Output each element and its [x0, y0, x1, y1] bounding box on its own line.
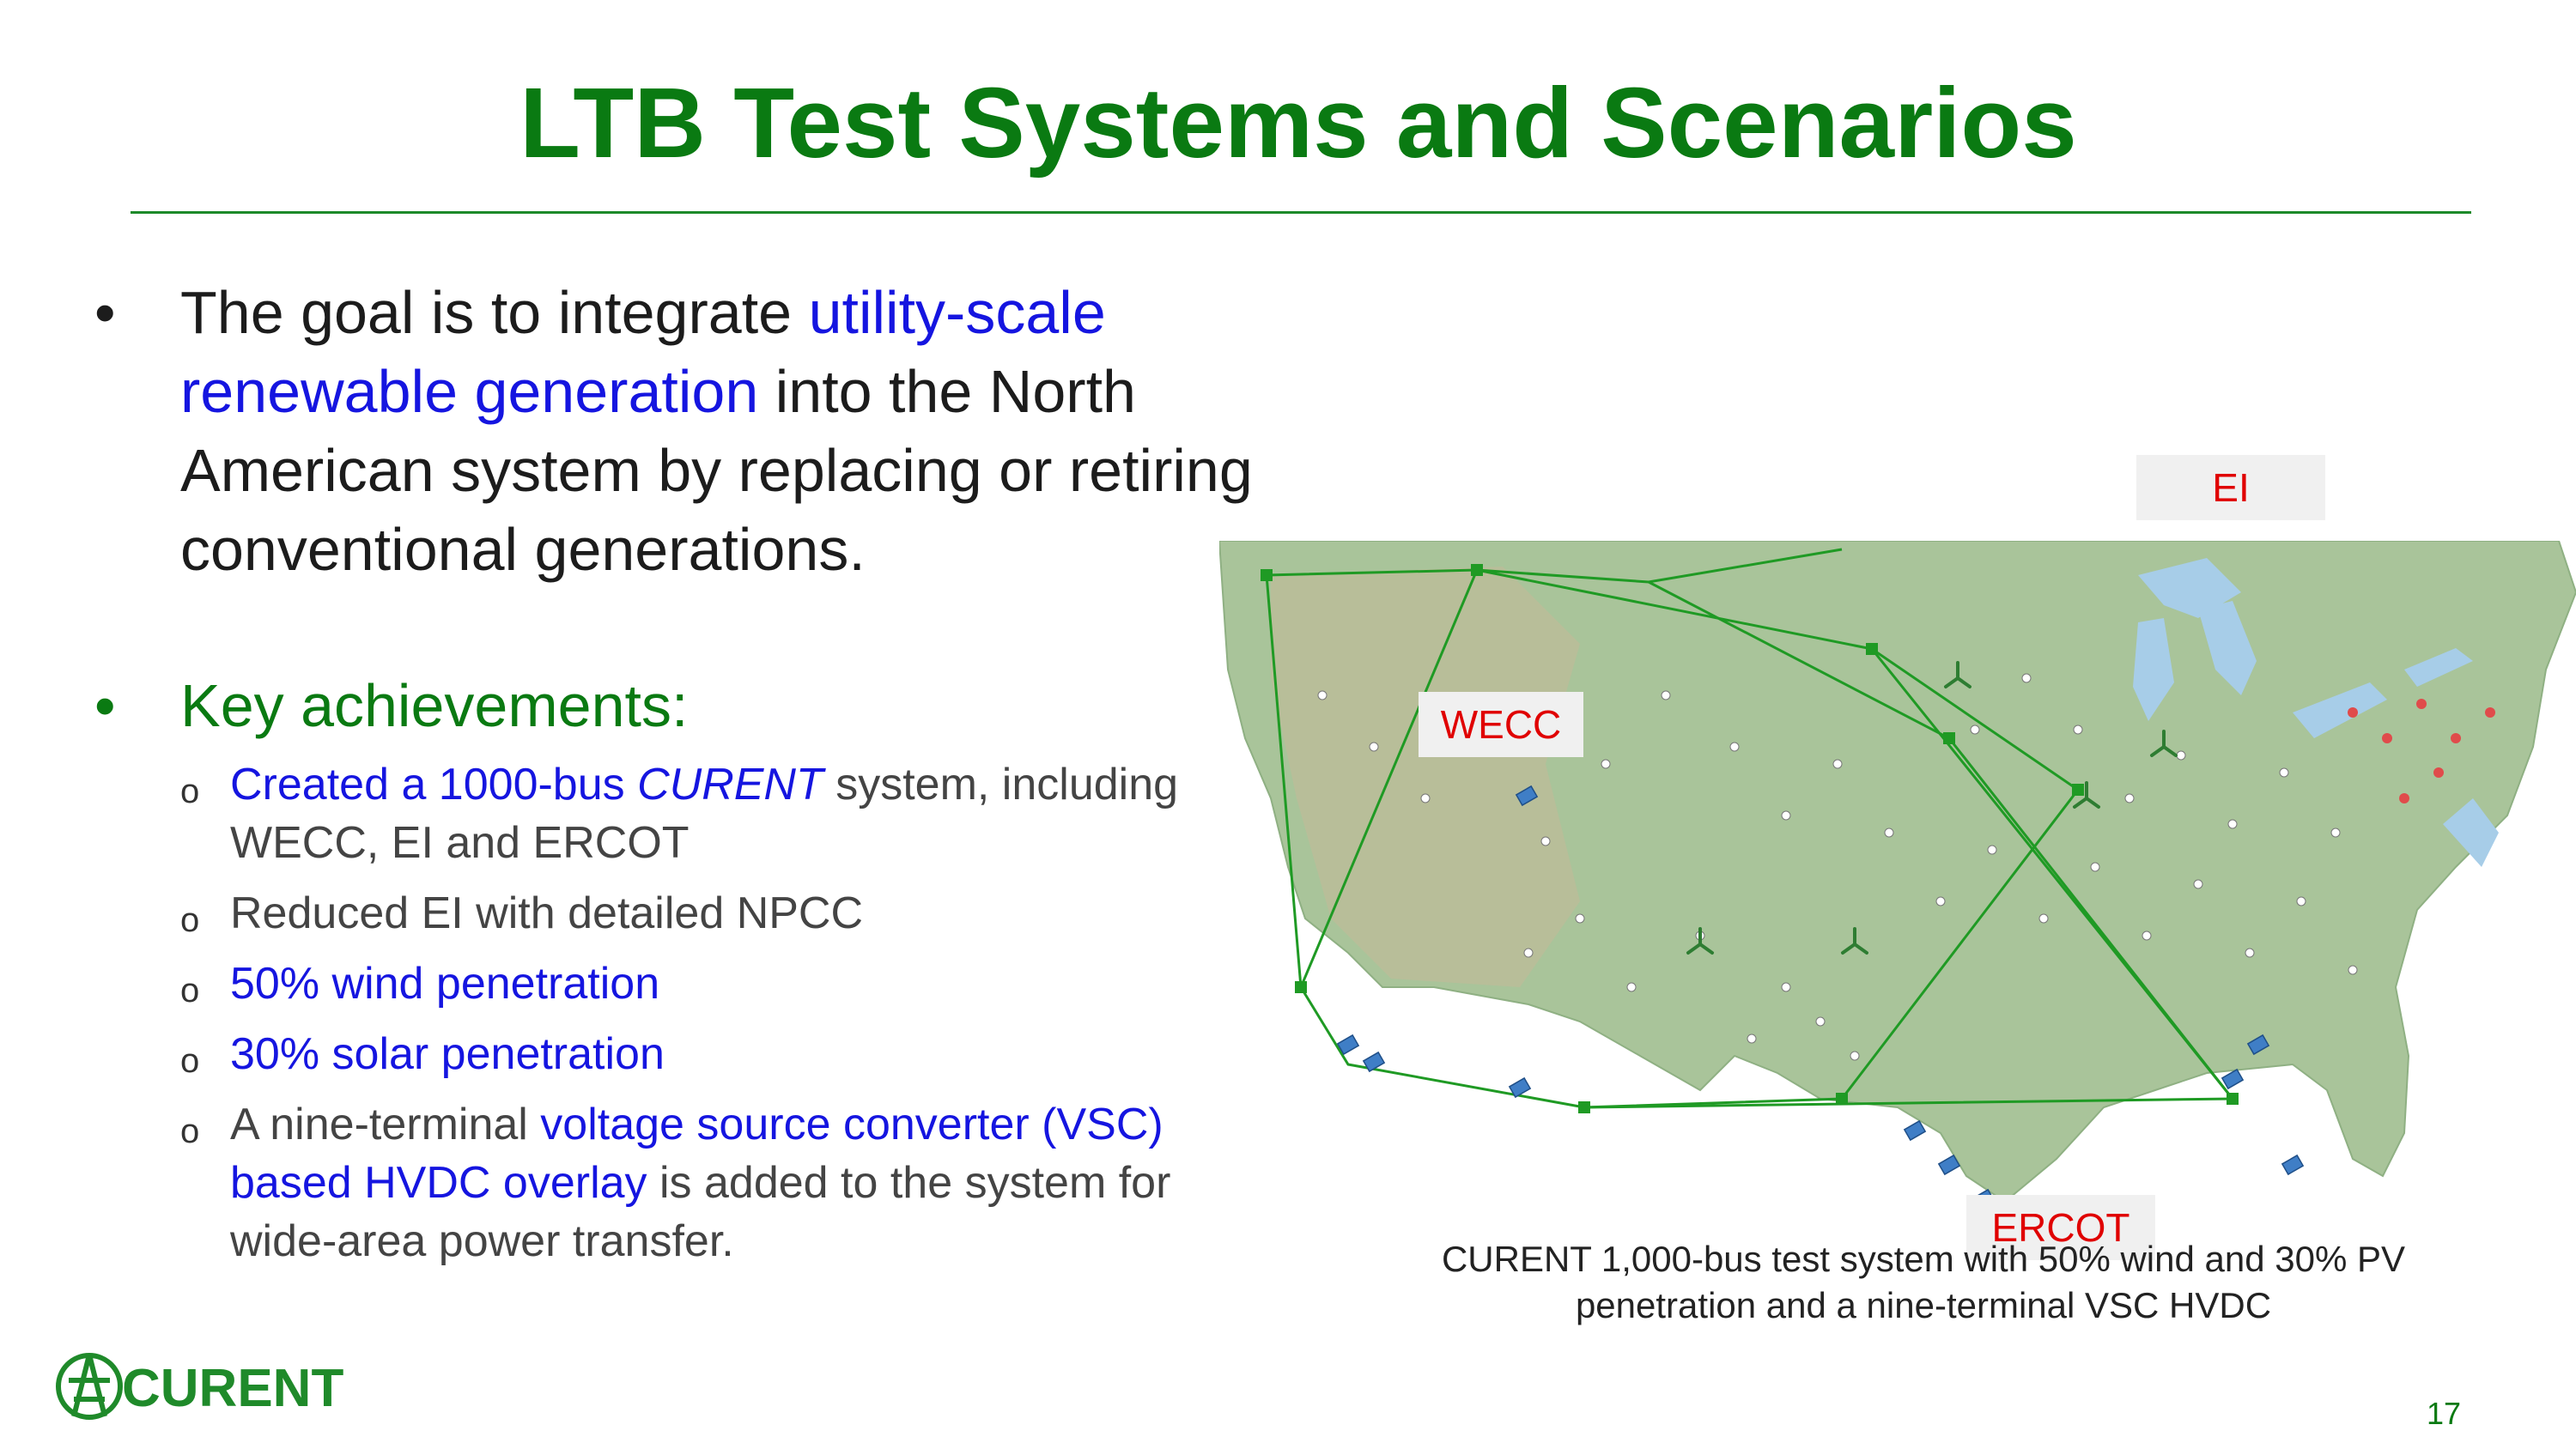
- achievement-item: o 50% wind penetration: [180, 955, 1262, 1013]
- bullet-dot: •: [94, 672, 116, 739]
- achievement-item: o Reduced EI with detailed NPCC: [180, 884, 1262, 943]
- sub-bullet: o: [180, 1113, 200, 1150]
- sub-bullet: o: [180, 1042, 200, 1080]
- bullet-achievements: • Key achievements:: [94, 666, 1262, 745]
- bullet-dot: •: [94, 279, 116, 346]
- label-wecc: WECC: [1419, 692, 1583, 757]
- logo-text: CURENT: [122, 1359, 343, 1418]
- sub-bullet: o: [180, 972, 200, 1009]
- ocean: [2443, 798, 2499, 867]
- achievement-post: is added to the system for wide-area pow…: [230, 1158, 1171, 1266]
- achievement-hl: 30% solar penetration: [230, 1029, 665, 1079]
- title-divider: [131, 211, 2471, 214]
- achievements-list: o Created a 1000-bus CURENT system, inclu…: [94, 755, 1262, 1270]
- achievement-item: o 30% solar penetration: [180, 1025, 1262, 1083]
- tower-icon: [56, 1353, 123, 1420]
- achievement-item: o A nine-terminal voltage source converte…: [180, 1095, 1262, 1270]
- page-number: 17: [2427, 1396, 2462, 1431]
- great-lakes: [2133, 558, 2473, 738]
- achievement-text: Reduced EI with detailed NPCC: [230, 888, 864, 938]
- npcc-buses: [2348, 699, 2495, 803]
- bullet-list: • The goal is to integrate utility-scale…: [94, 273, 1262, 1282]
- achievement-hl: 50% wind penetration: [230, 959, 660, 1009]
- achievement-pre: A nine-terminal: [230, 1100, 541, 1149]
- curent-logo: CURENT: [56, 1353, 343, 1420]
- achievement-italic: CURENT: [637, 760, 823, 809]
- map-caption: CURENT 1,000-bus test system with 50% wi…: [1441, 1239, 2406, 1325]
- label-ei: EI: [2136, 455, 2325, 520]
- achievement-hl: voltage source converter (VSC) based HVD…: [230, 1100, 1163, 1208]
- us-grid-map: [1219, 541, 2576, 1253]
- achievement-item: o Created a 1000-bus CURENT system, inclu…: [180, 755, 1262, 872]
- wind-icons: [1686, 661, 2178, 955]
- sub-bullet: o: [180, 773, 200, 810]
- achievement-post: system, including WECC, EI and ERCOT: [230, 760, 1179, 868]
- solar-icons: [1336, 731, 2305, 1210]
- goal-text-post: into the North American system by replac…: [180, 358, 1253, 583]
- goal-text-pre: The goal is to integrate: [180, 279, 809, 346]
- achievement-hl: Created a 1000-bus: [230, 760, 638, 809]
- bullet-goal: • The goal is to integrate utility-scale…: [94, 273, 1262, 589]
- achievements-heading: Key achievements:: [180, 672, 689, 739]
- slide-title: LTB Test Systems and Scenarios: [519, 67, 2077, 179]
- mountain-region: [1271, 567, 1580, 987]
- goal-highlight: utility-scale renewable generation: [180, 279, 1106, 425]
- sub-bullet: o: [180, 901, 200, 939]
- label-ercot: ERCOT: [1966, 1195, 2155, 1260]
- hvdc-terminals: [1261, 564, 2239, 1113]
